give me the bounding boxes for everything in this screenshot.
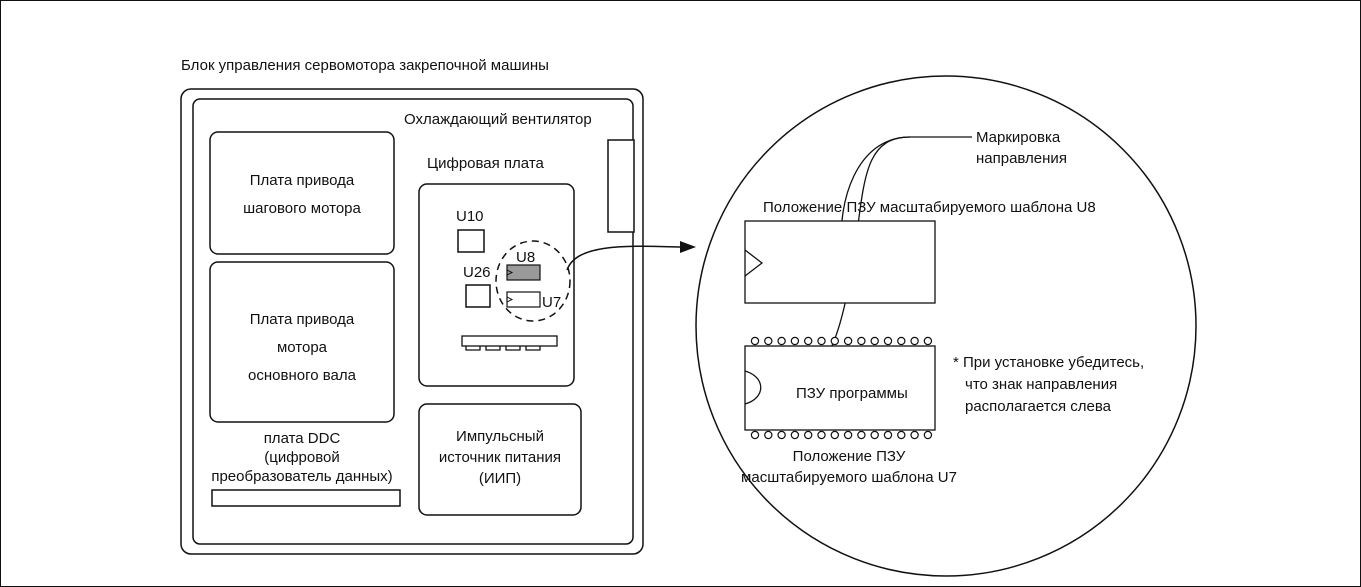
power-supply-unit [418,403,582,516]
control-unit-outer [180,88,644,555]
u7-position-label-2: масштабируемого шаблона U7 [741,469,957,486]
ic-pin [777,430,786,440]
ic-pin [830,430,840,440]
ic-pin [843,336,853,346]
cooling-fan [607,139,635,233]
ddc-board-label-1: плата DDC [264,430,341,447]
chip-u10 [457,229,485,253]
ic-pin [923,430,933,440]
zoom-arrowhead [680,241,696,253]
ic-pin [897,336,906,346]
ic-pin [817,336,826,346]
digital-board [418,183,575,387]
digital-board-connector [461,335,558,347]
ic-pin [857,430,866,440]
power-supply-label-1: Импульсный [456,428,544,445]
digital-board-connector-pins [465,346,541,351]
chip-u10-label: U10 [456,208,484,225]
chip-u26 [465,284,491,308]
stepper-board-label-2: шагового мотора [243,200,361,217]
ic-pin [750,430,760,440]
ddc-board-label-2: (цифровой [264,449,340,466]
diagram-title: Блок управления сервомотора закрепочной … [181,57,549,74]
stepper-motor-board [209,131,395,255]
ic-pin [817,430,826,440]
ic-pin [790,336,800,346]
fan-label: Охлаждающий вентилятор [404,111,592,128]
detail-circle [695,75,1197,577]
ic-pin [870,336,879,346]
highlight-circle [495,240,571,322]
ic-pin [870,430,879,440]
main-shaft-motor-board [209,261,395,423]
power-supply-label-3: (ИИП) [479,470,521,487]
ic-pin [923,336,933,346]
rom-u7-bottom-pins [750,430,933,440]
ic-pin [883,430,893,440]
ic-pin [764,430,773,440]
main-shaft-board-label-3: основного вала [248,367,357,384]
chip-u26-label: U26 [463,264,491,281]
ic-pin [857,336,866,346]
ic-pin [764,336,773,346]
rom-u7-chip [744,345,936,431]
main-shaft-board-label-1: Плата привода [250,311,355,328]
chip-u8-label: U8 [516,249,535,266]
install-note-1: * При установке убедитесь, [953,354,1144,371]
chip-u8-notch [506,269,514,276]
direction-mark-label-1: Маркировка [976,129,1061,146]
control-unit-inner [192,98,634,545]
ddc-board-connector [211,489,401,507]
ic-pin [790,430,800,440]
ic-pin [777,336,786,346]
ddc-board-label-3: преобразователь данных) [211,468,392,485]
ic-pin [804,336,813,346]
power-supply-label-2: источник питания [439,449,561,466]
install-note-3: располагается слева [965,398,1112,415]
ic-pin [910,430,919,440]
ic-pin [804,430,813,440]
main-shaft-board-label-2: мотора [277,339,328,356]
rom-u7-top-pins [750,336,933,346]
u7-position-label-1: Положение ПЗУ [793,448,906,465]
install-note-2: что знак направления [965,376,1117,393]
u8-position-label: Положение ПЗУ масштабируемого шаблона U8 [763,199,1096,216]
direction-mark-label-2: направления [976,150,1067,167]
ic-pin [750,336,760,346]
ic-pin [843,430,853,440]
ic-pin [910,336,919,346]
chip-u7-notch [506,296,514,303]
chip-u8 [506,264,541,281]
rom-u7-direction-mark [744,370,762,405]
zoom-arrow [566,245,681,271]
ic-pin [830,336,840,346]
chip-u7 [506,291,541,308]
rom-u8-chip [744,220,936,304]
stepper-board-label-1: Плата привода [250,172,355,189]
ic-pin [897,430,906,440]
ic-pin [883,336,893,346]
program-rom-label: ПЗУ программы [796,385,908,402]
rom-u8-direction-mark [744,249,764,277]
digital-board-label: Цифровая плата [427,155,545,172]
chip-u7-label: U7 [542,294,561,311]
